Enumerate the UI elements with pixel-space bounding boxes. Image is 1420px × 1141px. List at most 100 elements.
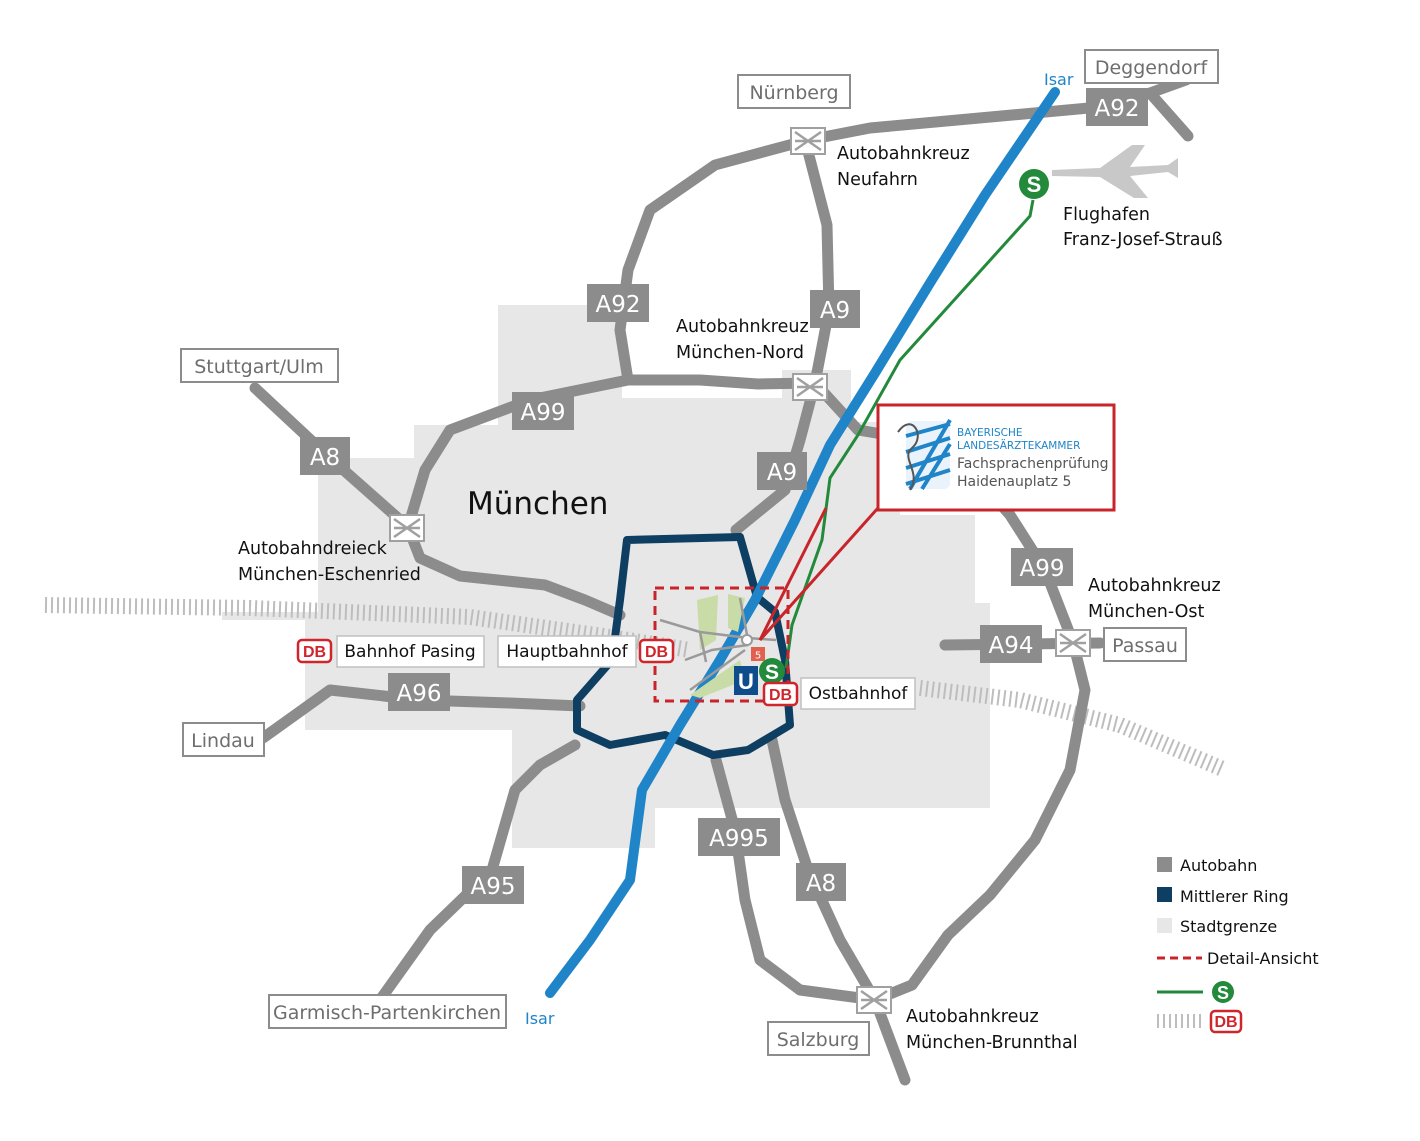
svg-text:DB: DB bbox=[303, 644, 326, 661]
station-pasing: Bahnhof Pasing bbox=[336, 635, 485, 668]
autobahn-a95 bbox=[374, 739, 581, 1006]
svg-text:A94: A94 bbox=[988, 633, 1033, 659]
isar-label-north: Isar bbox=[1044, 70, 1074, 89]
ubahn-icon-text: U bbox=[738, 669, 754, 694]
callout-org-line2: LANDESÄRZTEKAMMER bbox=[957, 439, 1080, 452]
label-airport-2: Franz-Josef-Strauß bbox=[1063, 230, 1223, 250]
svg-text:Hauptbahnhof: Hauptbahnhof bbox=[506, 642, 628, 662]
legend-db-badge-text: DB bbox=[1214, 1014, 1237, 1031]
shield-a995: A995 bbox=[698, 818, 780, 856]
destination-passau: Passau bbox=[1103, 627, 1187, 662]
shield-a9-mid: A9 bbox=[757, 452, 807, 490]
callout-pointer bbox=[758, 507, 880, 641]
station-hauptbahnhof: Hauptbahnhof bbox=[497, 635, 637, 668]
destination-stuttgart: Stuttgart/Ulm bbox=[180, 348, 339, 383]
legend-autobahn-swatch bbox=[1157, 857, 1172, 872]
svg-text:Deggendorf: Deggendorf bbox=[1095, 57, 1209, 79]
db-badge-pasing: DB bbox=[296, 638, 333, 664]
label-brunnthal-1: Autobahnkreuz bbox=[906, 1007, 1039, 1027]
svg-text:DB: DB bbox=[769, 687, 792, 704]
legend: Autobahn Mittlerer Ring Stadtgrenze Deta… bbox=[1157, 856, 1319, 1034]
city-label: München bbox=[467, 486, 608, 522]
label-nord-1: Autobahnkreuz bbox=[676, 317, 809, 337]
shield-a99-right: A99 bbox=[1011, 548, 1073, 586]
label-nord-2: München-Nord bbox=[676, 343, 804, 363]
detail-streets bbox=[659, 597, 777, 692]
label-eschenried-1: Autobahndreieck bbox=[238, 539, 388, 559]
shield-a92-mid: A92 bbox=[587, 284, 649, 322]
junction-eschenried-icon bbox=[389, 514, 425, 542]
shield-a8-left: A8 bbox=[300, 437, 350, 475]
isar-river bbox=[545, 87, 1060, 998]
shield-a9-top: A9 bbox=[810, 290, 860, 328]
legend-ring-label: Mittlerer Ring bbox=[1180, 887, 1289, 906]
sbahn-ost-marker: S bbox=[759, 658, 785, 684]
shield-a95: A95 bbox=[462, 866, 524, 904]
svg-text:A92: A92 bbox=[595, 292, 640, 318]
destination-garmisch: Garmisch-Partenkirchen bbox=[268, 994, 507, 1029]
destination-deggendorf: Deggendorf bbox=[1084, 49, 1219, 84]
svg-text:A95: A95 bbox=[470, 874, 515, 900]
stop-number-text: 5 bbox=[755, 651, 761, 662]
detail-park-1 bbox=[697, 595, 718, 650]
db-badge-ostbahnhof: DB bbox=[762, 681, 799, 707]
svg-text:A8: A8 bbox=[310, 445, 340, 471]
legend-sbahn-icon-text: S bbox=[1217, 983, 1229, 1003]
junction-brunnthal-icon bbox=[856, 986, 892, 1014]
label-ost-2: München-Ost bbox=[1088, 602, 1205, 622]
destination-salzburg: Salzburg bbox=[767, 1021, 870, 1056]
svg-text:A92: A92 bbox=[1094, 96, 1139, 122]
db-badge-hauptbahnhof: DB bbox=[638, 638, 675, 664]
airplane-icon bbox=[1052, 145, 1178, 198]
legend-detail-label: Detail-Ansicht bbox=[1207, 949, 1319, 968]
junction-labels: Autobahnkreuz Neufahrn Autobahnkreuz Mün… bbox=[238, 144, 1223, 1053]
svg-text:A99: A99 bbox=[520, 400, 565, 426]
svg-text:A9: A9 bbox=[767, 460, 797, 486]
svg-text:Bahnhof Pasing: Bahnhof Pasing bbox=[344, 642, 475, 662]
legend-db-badge bbox=[1209, 1009, 1243, 1034]
legend-city-swatch bbox=[1157, 918, 1172, 933]
shield-a99-left: A99 bbox=[512, 392, 574, 430]
shield-a8-right: A8 bbox=[796, 863, 846, 901]
svg-text:Salzburg: Salzburg bbox=[777, 1029, 860, 1051]
sbahn-ost-icon bbox=[759, 658, 785, 684]
shield-a96: A96 bbox=[388, 673, 450, 711]
sbahn-line bbox=[784, 199, 1035, 669]
detail-area: 5 bbox=[653, 586, 790, 703]
destination-nuernberg: Nürnberg bbox=[737, 74, 851, 109]
sbahn-airport-marker: S bbox=[1019, 169, 1049, 199]
callout-line1: Fachsprachenprüfung bbox=[957, 456, 1109, 472]
destination-lindau: Lindau bbox=[182, 722, 265, 757]
svg-text:A8: A8 bbox=[806, 871, 836, 897]
mittlerer-ring bbox=[573, 533, 794, 759]
autobahn-shields: A92 A92 A9 A9 A99 A99 A8 A8 A94 A96 A95 … bbox=[300, 88, 1148, 904]
station-ostbahnhof: Ostbahnhof bbox=[800, 677, 916, 710]
label-neufahrn-2: Neufahrn bbox=[837, 170, 918, 190]
junction-ost-icon bbox=[1055, 629, 1091, 657]
label-airport-1: Flughafen bbox=[1063, 205, 1150, 225]
detail-stop-marker bbox=[741, 634, 753, 646]
callout-line2: Haidenauplatz 5 bbox=[957, 474, 1071, 490]
junction-symbols bbox=[389, 127, 1091, 1014]
ubahn-marker: U bbox=[734, 666, 758, 695]
svg-text:A995: A995 bbox=[709, 826, 769, 852]
destination-boxes: Nürnberg Deggendorf Stuttgart/Ulm Lindau… bbox=[180, 49, 1219, 1056]
svg-text:Ostbahnhof: Ostbahnhof bbox=[809, 684, 909, 704]
label-neufahrn-1: Autobahnkreuz bbox=[837, 144, 970, 164]
junction-neufahrn-icon bbox=[790, 127, 826, 155]
blaek-logo-icon bbox=[897, 418, 952, 491]
svg-text:Passau: Passau bbox=[1112, 635, 1178, 657]
legend-ring-swatch bbox=[1157, 887, 1172, 902]
svg-text:A96: A96 bbox=[396, 681, 441, 707]
label-eschenried-2: München-Eschenried bbox=[238, 565, 421, 585]
isar-label-south: Isar bbox=[525, 1009, 555, 1028]
label-brunnthal-2: München-Brunnthal bbox=[906, 1033, 1078, 1053]
sbahn-airport-icon bbox=[1019, 169, 1049, 199]
autobahn-a99 bbox=[622, 374, 1091, 1006]
svg-text:Stuttgart/Ulm: Stuttgart/Ulm bbox=[194, 356, 324, 378]
legend-sbahn-icon bbox=[1212, 981, 1234, 1003]
shield-a92-top: A92 bbox=[1086, 88, 1148, 126]
svg-text:DB: DB bbox=[645, 644, 668, 661]
junction-nord-icon bbox=[792, 373, 828, 401]
